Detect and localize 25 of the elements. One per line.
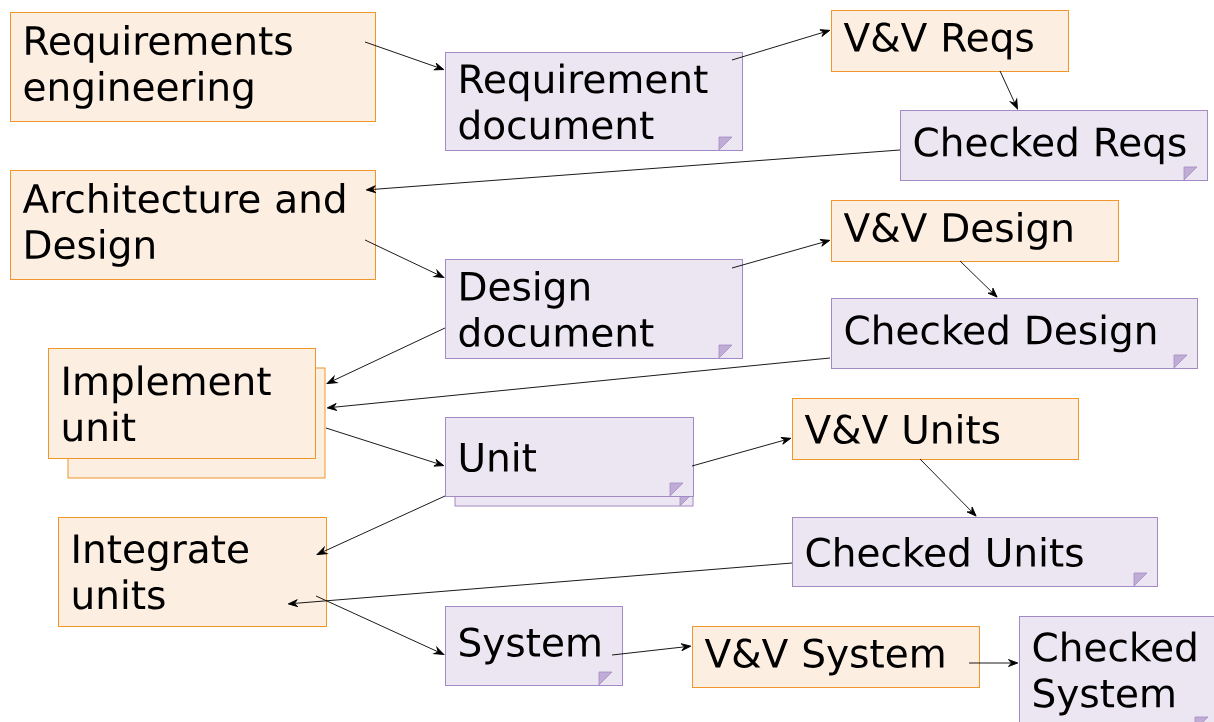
process-box: V&V System [692,626,980,688]
arrow [365,149,901,194]
arrow [691,437,792,467]
arrow [611,643,692,656]
arrow [999,70,1018,110]
arrow [326,327,446,384]
arrow [315,595,445,655]
process-box: Architecture and Design [10,170,376,280]
process-box: V&V Design [831,200,1119,262]
arrow [364,239,445,278]
process-box: Requirements engineering [10,12,376,122]
arrow [316,495,446,555]
arrow [364,41,445,71]
process-box: Implement unit [48,348,326,479]
arrow [959,260,998,298]
arrow [919,458,977,517]
arrow [326,357,831,411]
arrow [287,562,793,608]
arrow [731,29,831,61]
process-box: V&V Reqs [831,10,1069,72]
arrow [731,239,831,269]
process-box: V&V Units [792,398,1079,460]
process-box: Integrate units [58,517,327,627]
arrow [325,427,445,467]
arrow [968,659,1019,667]
